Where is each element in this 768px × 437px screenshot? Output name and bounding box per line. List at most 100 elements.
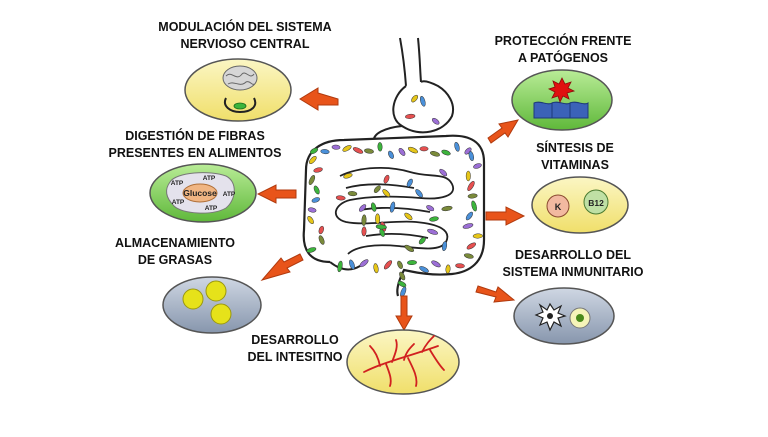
label-nervous-system: MODULACIÓN DEL SISTEMA NERVIOSO CENTRAL: [150, 19, 340, 53]
bacterium-icon: [313, 185, 320, 195]
bacterium-icon: [473, 163, 482, 169]
bacterium-icon: [465, 170, 471, 182]
bacterium-icon: [371, 202, 377, 212]
atp-text: ATP: [172, 199, 185, 206]
blood-vessel-icon: [363, 335, 445, 387]
bacterium-icon: [383, 260, 393, 270]
epithelium-icon: [533, 101, 589, 119]
bacterium-icon: [373, 185, 381, 193]
bacterium-icon: [308, 175, 316, 185]
bacterium-icon: [307, 216, 314, 224]
arrow-to-immune: [475, 285, 516, 303]
fiber-digestion-icon: Glucose ATP ATP ATP ATP ATP: [149, 163, 257, 223]
bacterium-icon: [431, 117, 440, 125]
arrow-to-fibers: [256, 184, 297, 204]
label-pathogen-protection: PROTECCIÓN FRENTE A PATÓGENOS: [488, 33, 638, 67]
bacterium-icon: [407, 260, 417, 266]
bacterium-icon: [313, 167, 323, 173]
label-line: VITAMINAS: [541, 158, 609, 172]
bacterium-icon: [441, 149, 451, 156]
bacterium-icon: [466, 242, 476, 250]
bacterium-icon: [361, 226, 367, 237]
bacterium-icon: [347, 191, 358, 197]
pathogen-protection-icon: [511, 69, 613, 131]
bacterium-icon: [430, 151, 440, 157]
label-line: SISTEMA INMUNITARIO: [502, 265, 644, 279]
atp-text: ATP: [203, 175, 216, 182]
arrow-to-pathogens: [487, 119, 520, 144]
bacterium-icon: [309, 147, 319, 155]
label-fat-storage: ALMACENAMIENTO DE GRASAS: [110, 235, 240, 269]
bacterium-icon: [375, 224, 387, 230]
brain-icon: [222, 65, 258, 91]
arrow-to-fat: [260, 253, 304, 281]
bacterium-icon: [364, 148, 374, 154]
fat-storage-icon: [162, 276, 262, 334]
bacterium-icon: [454, 141, 460, 152]
bacterium-icon: [306, 247, 317, 253]
label-line: DESARROLLO DEL: [515, 248, 631, 262]
label-immune-development: DESARROLLO DEL SISTEMA INMUNITARIO: [498, 247, 648, 281]
label-fiber-digestion: DIGESTIÓN DE FIBRAS PRESENTES EN ALIMENT…: [105, 128, 285, 162]
bacterium-icon: [361, 214, 367, 226]
bacterium-icon: [337, 260, 343, 273]
label-vitamin-synthesis: SÍNTESIS DE VITAMINAS: [520, 140, 630, 174]
vitamin-k-icon: [546, 194, 570, 218]
gut-bacteria: [306, 94, 483, 298]
bacterium-icon: [415, 189, 423, 198]
label-line: DIGESTIÓN DE FIBRAS: [125, 129, 265, 143]
label-intestine-development: DESARROLLO DEL INTESITNO: [240, 332, 350, 366]
bacterium-icon: [468, 151, 474, 161]
bacterium-icon: [467, 181, 475, 191]
bacterium-icon: [335, 195, 346, 201]
arrow-to-nervous-system: [299, 87, 339, 111]
vitamin-b12-icon: [583, 189, 609, 215]
arrow-to-vitamins: [485, 206, 526, 226]
bacterium-icon: [320, 149, 330, 155]
bacterium-icon: [439, 168, 448, 177]
intestine-development-icon: [346, 329, 460, 395]
bacterium-icon: [472, 233, 483, 239]
bacterium-icon: [342, 145, 352, 152]
bacterium-icon: [419, 266, 429, 273]
label-line: A PATÓGENOS: [517, 51, 609, 65]
label-line: DESARROLLO: [251, 333, 339, 347]
bacterium-icon: [407, 146, 419, 154]
bacterium-icon: [352, 147, 364, 154]
bacterium-icon: [377, 142, 383, 152]
bacterium-icon: [389, 201, 396, 213]
bacterium-icon: [343, 173, 353, 179]
label-line: ALMACENAMIENTO: [115, 236, 235, 250]
vitamin-k-text: K: [555, 202, 562, 212]
label-line: DEL INTESITNO: [247, 350, 343, 364]
atp-text: ATP: [171, 180, 184, 187]
bacterium-icon: [359, 204, 367, 212]
label-line: NERVIOSO CENTRAL: [180, 37, 310, 51]
bacterium-icon: [463, 253, 474, 259]
bacterium-icon: [397, 260, 403, 269]
bacterium-icon: [318, 225, 324, 235]
bacterium-icon: [318, 235, 325, 245]
bacterium-icon: [419, 146, 429, 152]
atp-text: ATP: [223, 191, 236, 198]
glucose-text: Glucose: [183, 188, 217, 198]
atp-text: ATP: [205, 205, 218, 212]
bacterium-icon: [349, 259, 355, 270]
label-line: PROTECCIÓN FRENTE: [494, 34, 632, 48]
large-intestine: [302, 134, 486, 297]
bacterium-icon: [441, 205, 453, 212]
glucose-blob: [182, 183, 218, 203]
fat-cluster-icon: [182, 280, 232, 325]
bacterium-icon: [455, 263, 465, 269]
bacterium-icon: [419, 96, 426, 107]
vitamin-synthesis-icon: K B12: [531, 176, 629, 234]
bacterium-icon: [431, 260, 441, 268]
nervous-system-icon: [184, 58, 292, 122]
arrow-to-intestine: [395, 295, 413, 332]
bacterium-icon: [399, 271, 406, 281]
bacterium-icon: [406, 178, 413, 188]
bacterium-icon: [331, 144, 341, 150]
bacterium-icon: [441, 241, 448, 251]
